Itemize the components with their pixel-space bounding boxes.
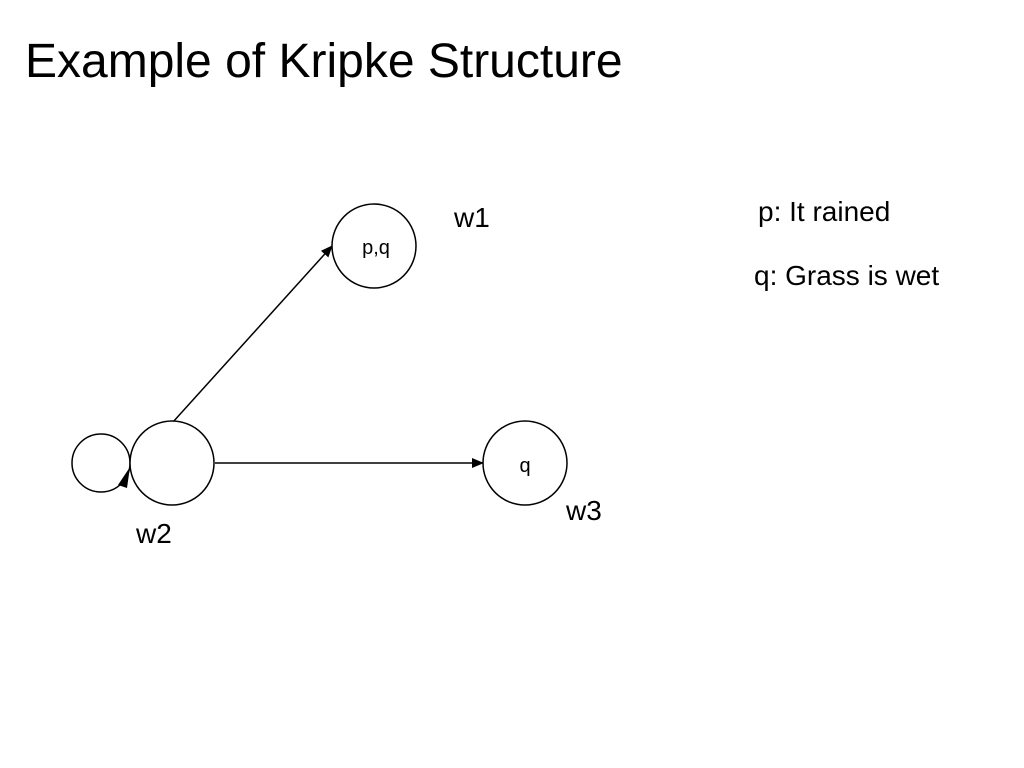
legend-p: p: It rained [758, 196, 891, 227]
world-w1-label: w1 [453, 202, 490, 233]
world-w3-label: w3 [565, 495, 602, 526]
world-w2-label: w2 [135, 518, 172, 549]
transition-w2-w1 [172, 245, 333, 423]
self-loop-w2-arrowhead [118, 467, 130, 488]
slide-title: Example of Kripke Structure [25, 35, 623, 88]
world-w1-propositions: p,q [362, 237, 390, 259]
world-w3-node [482, 420, 568, 506]
world-w2-node [129, 420, 215, 506]
world-w3-propositions: q [519, 455, 530, 477]
world-w1-node [331, 203, 417, 289]
legend-q: q: Grass is wet [754, 260, 940, 291]
